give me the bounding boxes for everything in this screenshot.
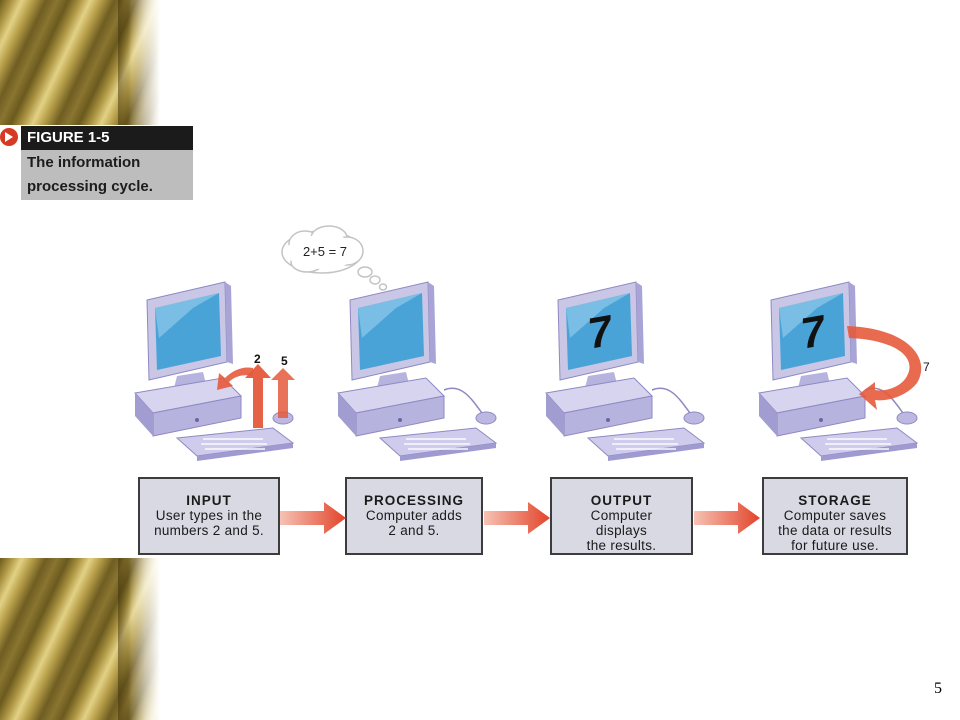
computer-icon [337,281,498,461]
thought-bubble-text: 2+5 = 7 [302,244,348,259]
page-number: 5 [934,680,942,697]
step-title: STORAGE [798,493,872,508]
figure-caption-line-1: The information [27,154,141,171]
number-label-5: 5 [281,354,288,368]
computer-processing [336,278,521,473]
decorative-pillar-top [0,0,160,125]
flow-arrow-icon [280,502,346,534]
number-label-2: 2 [254,352,261,366]
step-title: PROCESSING [363,493,465,508]
step-description: Computer displays the results. [586,508,657,553]
step-box-output: OUTPUT Computer displays the results. [550,477,693,555]
step-box-storage: STORAGE Computer saves the data or resul… [762,477,908,555]
flow-arrow-icon [484,502,550,534]
thought-bubble: 2+5 = 7 [277,224,392,292]
step-description: Computer adds 2 and 5. [365,508,463,538]
step-description: User types in the numbers 2 and 5. [154,508,264,538]
figure-caption: The information processing cycle. [21,150,193,200]
figure-caption-line-2: processing cycle. [27,178,153,195]
screen-digit: 7 [588,305,613,360]
step-description: Computer saves the data or results for f… [778,508,892,553]
step-title: OUTPUT [590,493,653,508]
step-box-input: INPUT User types in the numbers 2 and 5. [138,477,280,555]
computer-storage: 7 7 [757,278,942,473]
step-box-processing: PROCESSING Computer adds 2 and 5. [345,477,483,555]
flow-arrow-icon [694,502,760,534]
number-label-7: 7 [923,360,930,374]
computer-icon [545,281,706,461]
cloud-icon [281,225,388,291]
computer-icon [134,281,295,461]
computer-icon [758,281,922,461]
decorative-pillar-bottom [0,558,160,720]
arrow-bullet-icon [0,128,18,146]
screen-digit: 7 [801,305,826,360]
figure-number: FIGURE 1-5 [21,126,193,150]
figure-label: FIGURE 1-5 The information processing cy… [21,126,193,200]
computer-output: 7 [544,278,729,473]
computer-input: 2 5 [133,278,318,473]
step-title: INPUT [186,493,232,508]
